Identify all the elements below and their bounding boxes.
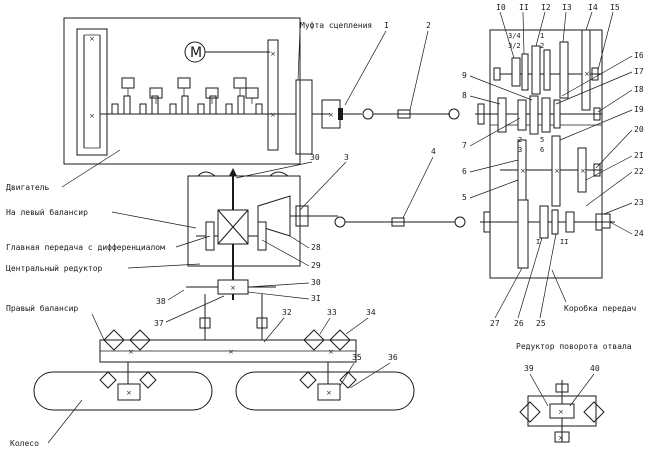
svg-text:×: ×: [270, 50, 276, 58]
wheel-right: [235, 371, 415, 411]
callout-22: 22: [634, 167, 644, 176]
callout-30-top: 30: [310, 153, 320, 162]
central-reducer-label: Центральный редуктор: [6, 264, 103, 273]
callout-36: 36: [388, 353, 398, 362]
svg-text:×: ×: [230, 284, 236, 292]
callout-11: II: [519, 3, 529, 12]
callout-24: 24: [634, 229, 644, 238]
svg-text:×: ×: [580, 167, 586, 175]
callout-5: 5: [462, 193, 467, 202]
callout-23: 23: [634, 198, 644, 207]
callout-35: 35: [352, 353, 362, 362]
piston-5: [233, 77, 247, 96]
callout-20: 20: [634, 125, 644, 134]
engine-block: × × M × ×: [63, 17, 330, 165]
svg-text:×: ×: [126, 389, 132, 397]
svg-text:×: ×: [328, 348, 334, 356]
left-balancer-label: На левый балансир: [6, 207, 88, 217]
callout-2: 2: [426, 21, 431, 30]
gear-mark-2a: 2: [540, 42, 544, 50]
piston-2: [149, 87, 163, 104]
callout-30-bottom: 30: [311, 278, 321, 287]
callout-38: 38: [156, 297, 166, 306]
right-balancer-label: Правый балансир: [6, 303, 78, 313]
piston-3: [177, 77, 191, 96]
callout-17: I7: [634, 67, 644, 76]
callout-40: 40: [590, 364, 600, 373]
main-gear-label: Главная передача с дифференциалом: [6, 243, 165, 252]
callout-7: 7: [462, 141, 467, 150]
svg-text:×: ×: [558, 408, 564, 416]
gear-mark-6: 6: [540, 146, 544, 154]
blade-rotation-reducer: × ×: [519, 380, 605, 443]
engine-label: Двигатель: [6, 183, 50, 192]
clutch-label: Муфта сцепления: [300, 21, 372, 30]
piston-6: [245, 87, 259, 104]
gearbox: × × × ×: [475, 29, 615, 279]
gear-mark-3-4: 3/4: [508, 32, 521, 40]
starter-motor: M: [184, 41, 270, 63]
callout-25: 25: [536, 319, 546, 328]
callout-21: 2I: [634, 151, 644, 160]
callout-12: I2: [541, 3, 551, 12]
svg-text:×: ×: [584, 70, 590, 78]
clutch-coupling: ×: [321, 99, 362, 129]
callout-16: I6: [634, 51, 644, 60]
gear-mark-1a: 1: [540, 32, 544, 40]
gear-mark-II: II: [560, 238, 568, 246]
callout-27: 27: [490, 319, 500, 328]
gear-mark-2b: 2: [518, 136, 522, 144]
callout-34: 34: [366, 308, 376, 317]
gearbox-label: Коробка передач: [564, 303, 636, 313]
motor-label: M: [190, 45, 202, 61]
gear-mark-5: 5: [540, 136, 544, 144]
callout-39: 39: [524, 364, 534, 373]
callout-15: I5: [610, 3, 620, 12]
piston-1: [121, 77, 135, 96]
wheel-left: [33, 371, 213, 411]
cardan-shaft-4: [334, 216, 466, 228]
callout-9: 9: [462, 71, 467, 80]
right-balancer: × × × × ×: [99, 294, 357, 401]
callout-10: I0: [496, 3, 506, 12]
svg-text:×: ×: [128, 348, 134, 356]
callout-19: I9: [634, 105, 644, 114]
svg-text:×: ×: [520, 167, 526, 175]
central-reducer: ×: [186, 168, 338, 300]
svg-text:×: ×: [89, 35, 95, 43]
callout-4: 4: [431, 147, 436, 156]
callout-13: I3: [562, 3, 572, 12]
gear-mark-3-2: 3/2: [508, 42, 521, 50]
callout-33: 33: [327, 308, 337, 317]
svg-text:×: ×: [558, 434, 564, 442]
callout-28: 28: [311, 243, 321, 252]
callout-26: 26: [514, 319, 524, 328]
wheel-label: Колесо: [10, 439, 39, 448]
callout-14: I4: [588, 3, 598, 12]
callout-3: 3: [344, 153, 349, 162]
blade-reducer-label: Редуктор поворота отвала: [516, 342, 632, 351]
svg-text:×: ×: [328, 111, 334, 119]
svg-text:×: ×: [89, 112, 95, 120]
callout-37: 37: [154, 319, 164, 328]
callout-31: 3I: [311, 294, 321, 303]
callout-6: 6: [462, 167, 467, 176]
callout-18: I8: [634, 85, 644, 94]
callout-29: 29: [311, 261, 321, 270]
gear-mark-3: 3: [518, 146, 522, 154]
gear-mark-I: I: [536, 238, 540, 246]
callout-32: 32: [282, 308, 292, 317]
svg-text:×: ×: [326, 389, 332, 397]
svg-text:×: ×: [270, 111, 276, 119]
callout-1: I: [384, 21, 389, 30]
callout-8: 8: [462, 91, 467, 100]
svg-text:×: ×: [228, 348, 234, 356]
svg-text:×: ×: [554, 167, 560, 175]
piston-4: [205, 87, 219, 104]
cardan-shaft-2: [362, 108, 460, 120]
